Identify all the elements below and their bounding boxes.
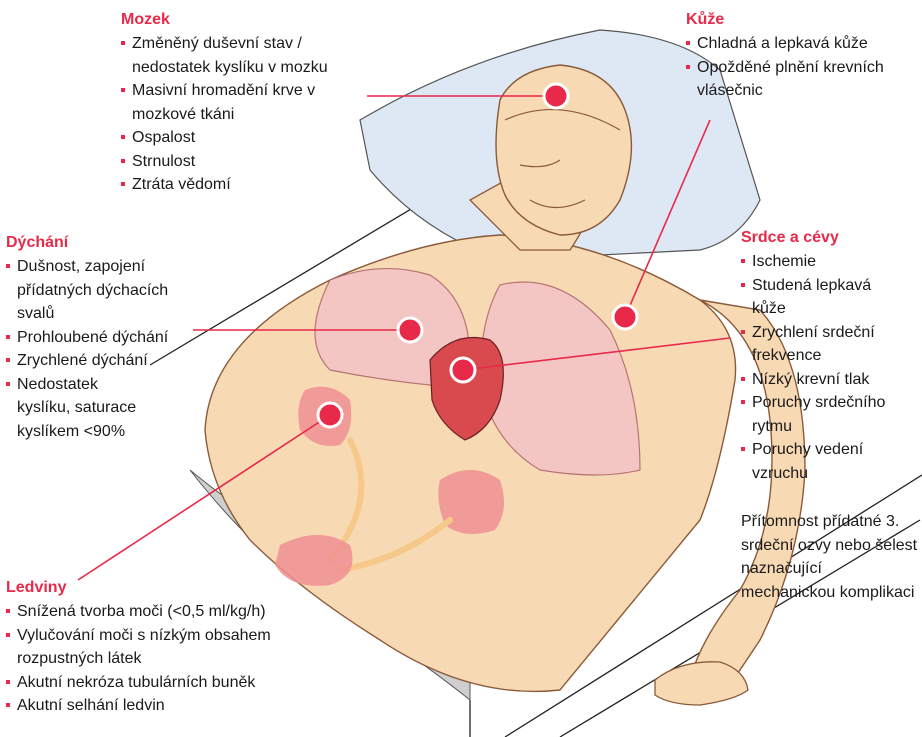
skin-list: Chladná a lepkavá kůže Opožděné plnění k… bbox=[686, 32, 916, 103]
heart-title: Srdce a cévy bbox=[741, 228, 919, 248]
breathing-title: Dýchání bbox=[6, 233, 196, 253]
heart-list: Ischemie Studená lepkavá kůže Zrychlení … bbox=[741, 250, 919, 485]
breathing-item: Nedostatek kyslíku, saturace kyslíkem <9… bbox=[6, 373, 137, 444]
kidneys-item: Akutní nekróza tubulárních buněk bbox=[6, 671, 346, 695]
breathing-item: Dušnost, zapojení přídatných dýchacích s… bbox=[6, 255, 196, 326]
brain-title: Mozek bbox=[121, 10, 381, 30]
brain-item: Změněný duševní stav / nedostatek kyslík… bbox=[121, 32, 381, 79]
brain-panel: Mozek Změněný duševní stav / nedostatek … bbox=[121, 10, 381, 197]
heart-item: Zrychlení srdeční frekvence bbox=[741, 321, 902, 368]
brain-item: Strnulost bbox=[121, 150, 381, 174]
kidneys-item: Vylučování moči s nízkým obsahem rozpust… bbox=[6, 624, 346, 671]
hotspot-breathing[interactable] bbox=[398, 318, 422, 342]
heart-item: Poruchy vedení vzruchu bbox=[741, 438, 912, 485]
breathing-item: Prohloubené dýchání bbox=[6, 326, 196, 350]
skin-item: Opožděné plnění krevních vlásečnic bbox=[686, 56, 916, 103]
brain-item: Masivní hromadění krve v mozkové tkáni bbox=[121, 79, 381, 126]
heart-panel: Srdce a cévy Ischemie Studená lepkavá ků… bbox=[741, 228, 919, 485]
heart-item: Studená lepkavá kůže bbox=[741, 274, 892, 321]
heart-item: Nízký krevní tlak bbox=[741, 368, 919, 392]
breathing-list: Dušnost, zapojení přídatných dýchacích s… bbox=[6, 255, 196, 443]
breathing-panel: Dýchání Dušnost, zapojení přídatných dýc… bbox=[6, 233, 196, 443]
hotspot-heart[interactable] bbox=[451, 358, 475, 382]
heart-item: Ischemie bbox=[741, 250, 919, 274]
brain-item: Ztráta vědomí bbox=[121, 173, 381, 197]
breathing-item: Zrychlené dýchání bbox=[6, 349, 196, 373]
kidneys-list: Snížená tvorba moči (<0,5 ml/kg/h) Vyluč… bbox=[6, 600, 346, 718]
kidneys-item: Akutní selhání ledvin bbox=[6, 694, 346, 718]
hand bbox=[655, 662, 748, 705]
skin-title: Kůže bbox=[686, 10, 916, 30]
hotspot-brain[interactable] bbox=[544, 84, 568, 108]
hotspot-skin[interactable] bbox=[613, 305, 637, 329]
heart-item: Poruchy srdečního rytmu bbox=[741, 391, 912, 438]
brain-item: Ospalost bbox=[121, 126, 381, 150]
kidneys-panel: Ledviny Snížená tvorba moči (<0,5 ml/kg/… bbox=[6, 578, 346, 718]
hotspot-kidneys[interactable] bbox=[318, 403, 342, 427]
skin-item: Chladná a lepkavá kůže bbox=[686, 32, 916, 56]
brain-list: Změněný duševní stav / nedostatek kyslík… bbox=[121, 32, 381, 197]
kidneys-item: Snížená tvorba moči (<0,5 ml/kg/h) bbox=[6, 600, 346, 624]
kidneys-title: Ledviny bbox=[6, 578, 346, 598]
skin-panel: Kůže Chladná a lepkavá kůže Opožděné pln… bbox=[686, 10, 916, 103]
heart-note: Přítomnost přídatné 3. srdeční ozvy nebo… bbox=[741, 510, 919, 604]
